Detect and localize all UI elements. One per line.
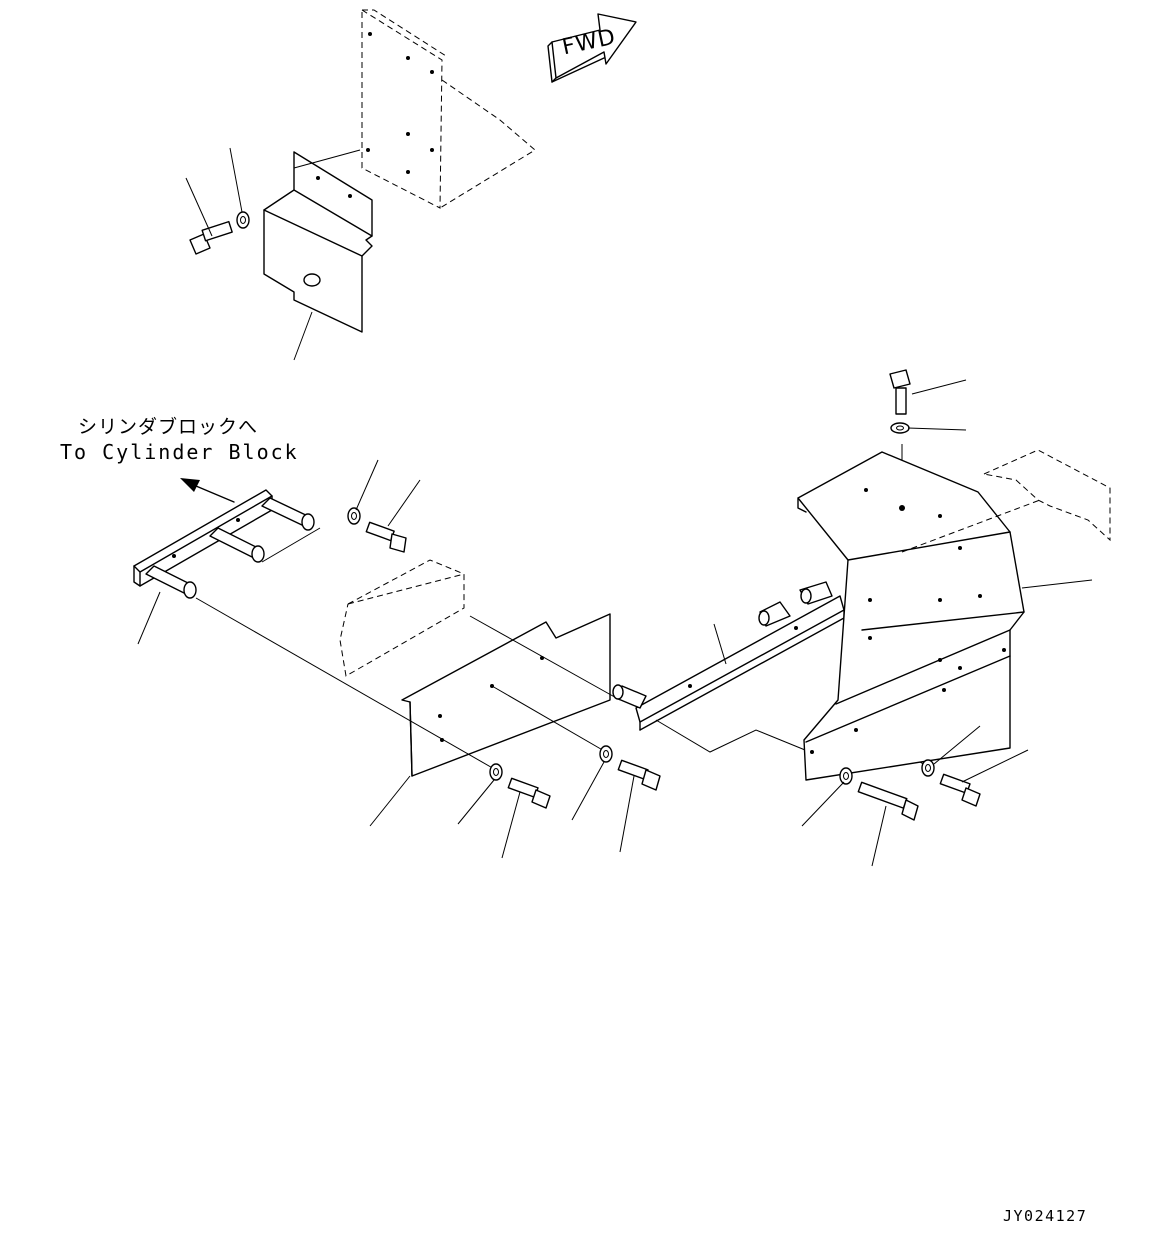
cylinder-block-outline bbox=[339, 559, 465, 677]
pin-bracket bbox=[133, 489, 315, 599]
direction-label-en: To Cylinder Block bbox=[60, 440, 299, 464]
top-mounting-bracket bbox=[361, 9, 536, 209]
top-right-bolt bbox=[889, 369, 911, 434]
top-bolt bbox=[189, 211, 250, 255]
mid-bolt bbox=[347, 507, 407, 553]
right-pin-bracket bbox=[612, 581, 845, 731]
direction-arrow bbox=[180, 478, 235, 503]
fwd-arrow-badge bbox=[547, 13, 637, 83]
right-dashed-bracket bbox=[901, 449, 1111, 553]
leader-lines bbox=[137, 147, 1093, 867]
large-side-cover bbox=[797, 451, 1025, 781]
lower-bolts-right bbox=[839, 759, 981, 821]
drawing-code: JY024127 bbox=[1003, 1207, 1088, 1225]
direction-label-jp: シリンダブロックへ bbox=[78, 416, 259, 438]
long-plate bbox=[401, 613, 611, 777]
top-cover-plate bbox=[263, 149, 373, 333]
lower-bolts-left bbox=[489, 745, 661, 809]
